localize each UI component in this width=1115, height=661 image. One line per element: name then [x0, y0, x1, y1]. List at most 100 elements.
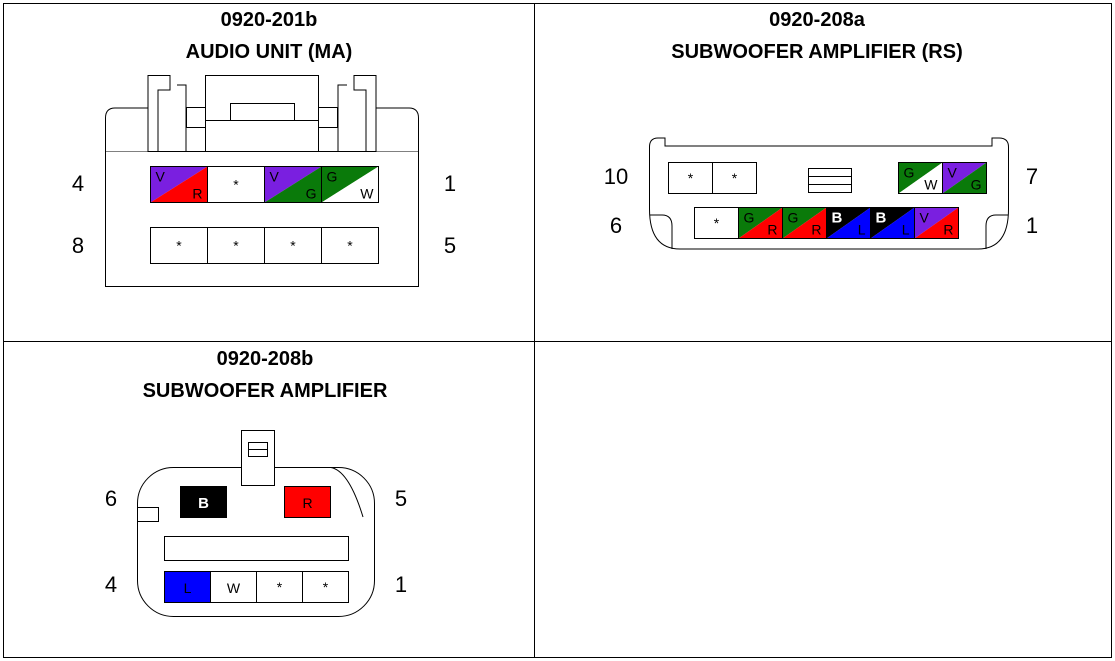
connector-code-title: 0920-208a — [769, 9, 866, 31]
pin-unused-label: * — [323, 579, 329, 595]
pin-cell: * — [207, 227, 265, 264]
pin-number-1: 1 — [395, 572, 407, 597]
pin-unused-label: * — [233, 238, 239, 254]
pin-cell: W — [210, 571, 257, 603]
pin-number-8: 8 — [72, 233, 84, 258]
pin-primary-label: V — [156, 169, 166, 185]
pin-stripe-color — [826, 207, 871, 239]
pin-unused-label: * — [732, 170, 738, 186]
pin-number-4: 4 — [105, 572, 117, 597]
pin-border — [321, 166, 379, 203]
pin-cell: L — [164, 571, 211, 603]
pin-empty — [207, 166, 265, 203]
pin-stripe-color — [150, 166, 208, 203]
pin-cell: * — [256, 571, 303, 603]
pin-stripe-label: L — [858, 222, 866, 238]
grid-lines — [3, 3, 1112, 658]
pin-wire-color-label: R — [302, 495, 312, 511]
pin-stripe-label: R — [192, 186, 202, 202]
pin-wire-color-label: B — [198, 495, 209, 512]
pin-cell: * — [712, 162, 757, 194]
pin-cell: BL — [870, 207, 915, 239]
pin-stripe-color — [738, 207, 783, 239]
pin-number-6: 6 — [610, 213, 622, 238]
pin-empty — [302, 571, 349, 603]
pin-stripe-color — [782, 207, 827, 239]
pin-cell: VR — [914, 207, 959, 239]
pin-cell: R — [284, 486, 331, 518]
pin-cell: VR — [150, 166, 208, 203]
pin-unused-label: * — [347, 238, 353, 254]
pin-stripe-label: R — [943, 222, 953, 238]
connector-name-title: AUDIO UNIT (MA) — [186, 41, 353, 63]
pin-empty — [321, 227, 379, 264]
pin-cell: * — [321, 227, 379, 264]
pin-unused-label: * — [688, 170, 694, 186]
pin-unused-label: * — [176, 238, 182, 254]
pin-primary-label: V — [920, 210, 930, 226]
pin-number-6: 6 — [105, 486, 117, 511]
pin-stripe-color — [942, 162, 987, 194]
pin-stripe-label: W — [360, 186, 374, 202]
pin-cell: GR — [782, 207, 827, 239]
pin-primary-label: G — [327, 169, 338, 185]
pin-stripe-label: W — [924, 177, 938, 193]
pin-empty — [256, 571, 303, 603]
pin-cell: BL — [826, 207, 871, 239]
pin-unused-label: * — [290, 238, 296, 254]
pin-cell: * — [150, 227, 208, 264]
pin-stripe-label: R — [767, 222, 777, 238]
pin-number-1: 1 — [1026, 213, 1038, 238]
pin-cell: GW — [898, 162, 943, 194]
pin-border — [942, 162, 987, 194]
pin-number-4: 4 — [72, 171, 84, 196]
pin-number-5: 5 — [395, 486, 407, 511]
connector-code-title: 0920-201b — [221, 9, 318, 31]
pin-wire-color-label: L — [184, 580, 192, 596]
pin-cell: VG — [264, 166, 322, 203]
pin-solid-fill — [284, 486, 331, 518]
pin-empty — [712, 162, 757, 194]
pin-stripe-color — [914, 207, 959, 239]
pin-empty — [207, 227, 265, 264]
pin-primary-label: B — [832, 210, 843, 227]
pin-number-1: 1 — [444, 171, 456, 196]
pin-unused-label: * — [277, 579, 283, 595]
pin-empty — [150, 227, 208, 264]
pin-cell: * — [264, 227, 322, 264]
pin-cell: GW — [321, 166, 379, 203]
connector-subwoofer-amp-rs: 0920-208a SUBWOOFER AMPLIFIER (RS) **GWV… — [604, 9, 1038, 250]
pin-primary-label: G — [788, 210, 799, 226]
pin-number-5: 5 — [444, 233, 456, 258]
pin-solid-fill — [210, 571, 257, 603]
pin-number-10: 10 — [604, 164, 628, 189]
pin-primary-label: G — [744, 210, 755, 226]
pin-stripe-color — [264, 166, 322, 203]
pin-cell: VG — [942, 162, 987, 194]
connector-name-title: SUBWOOFER AMPLIFIER (RS) — [671, 41, 962, 63]
pin-wire-color-label: W — [227, 580, 241, 596]
pin-stripe-color — [870, 207, 915, 239]
pin-cell: * — [694, 207, 739, 239]
pin-cell: * — [207, 166, 265, 203]
pin-stripe-label: G — [971, 177, 982, 193]
pin-primary-label: V — [948, 165, 958, 181]
pin-unused-label: * — [714, 215, 720, 231]
pin-primary-label: B — [876, 210, 887, 227]
pin-cell: GR — [738, 207, 783, 239]
pin-cell: * — [302, 571, 349, 603]
pin-cell: * — [668, 162, 713, 194]
pin-stripe-label: R — [811, 222, 821, 238]
pin-border — [914, 207, 959, 239]
connector-code-title: 0920-208b — [217, 348, 314, 370]
pin-stripe-label: G — [306, 186, 317, 202]
pin-primary-label: V — [270, 169, 280, 185]
pin-unused-label: * — [233, 177, 239, 193]
pin-empty — [668, 162, 713, 194]
pin-grid: B R L W * * — [164, 486, 349, 603]
